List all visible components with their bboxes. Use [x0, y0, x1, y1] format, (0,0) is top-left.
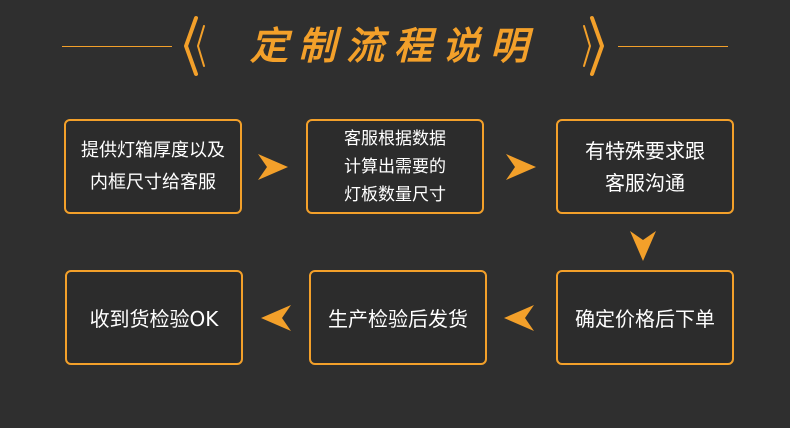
arrow-left-icon: [259, 303, 293, 333]
title-banner: 定制流程说明: [174, 12, 614, 80]
step-label: 确定价格后下单: [575, 307, 715, 331]
step-label: 客服根据数据 计算出需要的 灯板数量尺寸: [344, 128, 446, 205]
step-label: 提供灯箱厚度以及 内框尺寸给客服: [81, 139, 225, 193]
step-box-special-requirements: 有特殊要求跟 客服沟通: [556, 119, 734, 214]
step-box-calculate-panels: 客服根据数据 计算出需要的 灯板数量尺寸: [306, 119, 484, 214]
step-label: 收到货检验OK: [89, 307, 219, 331]
arrow-right-icon: [256, 152, 290, 182]
step-label: 有特殊要求跟 客服沟通: [585, 138, 705, 195]
page-title: 定制流程说明: [249, 23, 538, 68]
arrow-left-icon: [502, 303, 536, 333]
step-box-receive-inspect: 收到货检验OK: [65, 270, 243, 365]
arrow-right-icon: [504, 152, 538, 182]
step-box-produce-ship: 生产检验后发货: [309, 270, 487, 365]
title-divider-left: [62, 46, 172, 47]
step-box-provide-dimensions: 提供灯箱厚度以及 内框尺寸给客服: [64, 119, 242, 214]
arrow-down-icon: [628, 229, 658, 263]
step-label: 生产检验后发货: [328, 307, 468, 331]
step-box-confirm-price-order: 确定价格后下单: [556, 270, 734, 365]
title-divider-right: [618, 46, 728, 47]
title-bracket-frame-icon: [184, 16, 604, 76]
